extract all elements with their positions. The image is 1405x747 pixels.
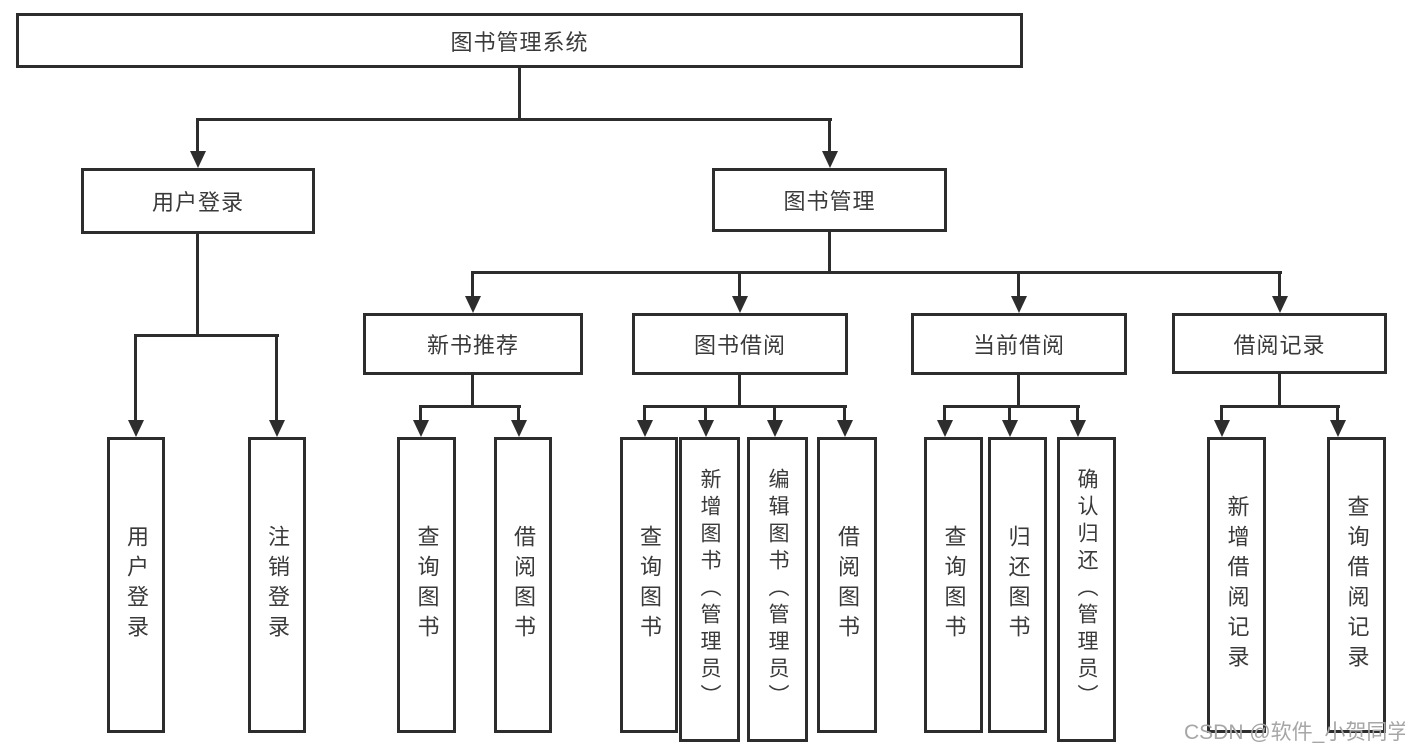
connector-line: [1017, 374, 1020, 408]
connector-line: [1336, 405, 1339, 421]
leaf-borrow-book: 借阅图书: [817, 437, 877, 733]
arrow-down-icon: [413, 420, 429, 437]
connector-line: [1076, 405, 1079, 421]
connector-line: [828, 118, 831, 153]
connector-line: [1278, 373, 1281, 408]
arrow-down-icon: [1070, 420, 1086, 437]
leaf-label: 注销登录: [265, 525, 290, 645]
connector-line: [1220, 405, 1223, 421]
leaf-return-book: 归还图书: [988, 437, 1047, 733]
leaf-label: 查询图书: [414, 525, 440, 645]
connector-line: [471, 374, 474, 408]
connector-line: [196, 118, 199, 153]
arrow-down-icon: [1272, 296, 1288, 313]
leaf-user-login: 用户登录: [107, 437, 165, 733]
connector-line: [518, 67, 521, 121]
arrow-down-icon: [1011, 296, 1027, 313]
arrow-down-icon: [511, 420, 527, 437]
connector-line: [1008, 405, 1011, 421]
leaf-label: 查询借阅记录: [1344, 495, 1370, 675]
arrow-down-icon: [465, 296, 481, 313]
leaf-label: 借阅图书: [511, 525, 536, 645]
node-user-login: 用户登录: [81, 168, 315, 234]
node-borrow-records: 借阅记录: [1172, 313, 1387, 374]
leaf-add-borrow-record: 新增借阅记录: [1207, 437, 1266, 733]
leaf-label: 查询图书: [941, 525, 967, 645]
arrow-down-icon: [732, 296, 748, 313]
watermark: CSDN @软件_小贺同学: [1184, 721, 1405, 744]
connector-line: [275, 334, 278, 422]
connector-line: [643, 405, 646, 421]
connector-line: [943, 405, 946, 421]
connector-line: [517, 405, 520, 421]
leaf-query-book-borrow: 查询图书: [620, 437, 678, 733]
arrow-down-icon: [1002, 420, 1018, 437]
connector-line: [196, 118, 832, 121]
arrow-down-icon: [1330, 420, 1346, 437]
connector-line: [738, 374, 741, 408]
leaf-label: 查询图书: [637, 525, 662, 645]
connector-line: [196, 233, 199, 337]
arrow-down-icon: [128, 420, 144, 437]
connector-line: [773, 405, 776, 421]
connector-line: [1278, 271, 1281, 299]
arrow-down-icon: [937, 420, 953, 437]
arrow-down-icon: [637, 420, 653, 437]
arrow-down-icon: [269, 420, 285, 437]
leaf-borrow-book-recommend: 借阅图书: [494, 437, 552, 733]
connector-line: [419, 405, 422, 421]
leaf-label: 编辑图书（管理员）: [766, 468, 789, 711]
node-root: 图书管理系统: [16, 13, 1023, 68]
leaf-label: 确认归还（管理员）: [1075, 468, 1098, 711]
leaf-logout: 注销登录: [248, 437, 306, 733]
leaf-label: 归还图书: [1005, 525, 1031, 645]
arrow-down-icon: [837, 420, 853, 437]
leaf-edit-book-admin: 编辑图书（管理员）: [747, 437, 808, 742]
connector-line: [643, 405, 847, 408]
connector-line: [943, 405, 1080, 408]
arrow-down-icon: [822, 151, 838, 168]
leaf-label: 新增借阅记录: [1224, 495, 1250, 675]
connector-line: [471, 271, 474, 299]
leaf-label: 借阅图书: [835, 525, 860, 645]
leaf-label: 新增图书（管理员）: [698, 468, 721, 711]
connector-line: [134, 334, 137, 422]
node-current-borrow: 当前借阅: [911, 313, 1127, 375]
arrow-down-icon: [698, 420, 714, 437]
connector-line: [471, 271, 1282, 274]
arrow-down-icon: [767, 420, 783, 437]
leaf-query-book-recommend: 查询图书: [397, 437, 456, 733]
leaf-confirm-return-admin: 确认归还（管理员）: [1057, 437, 1116, 742]
node-new-book-recommend: 新书推荐: [363, 313, 583, 375]
connector-line: [738, 271, 741, 299]
connector-line: [134, 334, 279, 337]
leaf-query-book-current: 查询图书: [924, 437, 983, 733]
connector-line: [1220, 405, 1340, 408]
connector-line: [1017, 271, 1020, 299]
connector-line: [419, 405, 521, 408]
node-book-management: 图书管理: [712, 168, 947, 232]
leaf-add-book-admin: 新增图书（管理员）: [679, 437, 740, 742]
connector-line: [828, 231, 831, 274]
leaf-label: 用户登录: [124, 525, 149, 645]
arrow-down-icon: [190, 151, 206, 168]
connector-line: [704, 405, 707, 421]
leaf-query-borrow-record: 查询借阅记录: [1327, 437, 1386, 733]
connector-line: [843, 405, 846, 421]
arrow-down-icon: [1214, 420, 1230, 437]
node-book-borrow: 图书借阅: [632, 313, 848, 375]
